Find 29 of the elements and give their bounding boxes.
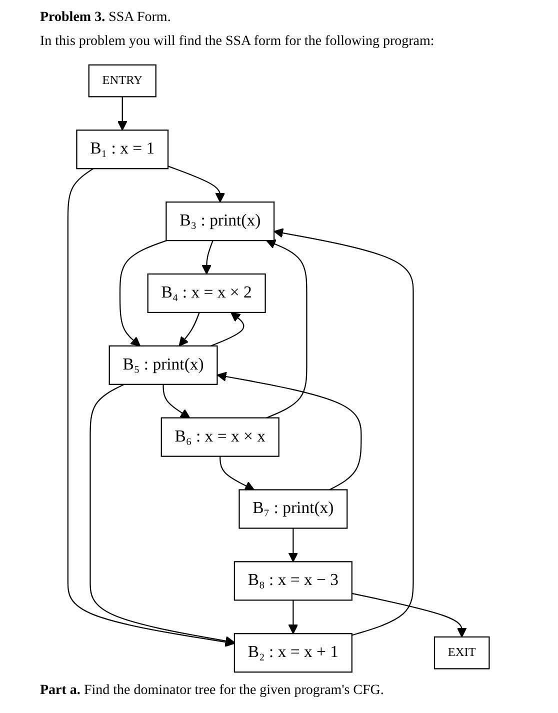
arrow: [202, 240, 214, 274]
arrow: [266, 239, 308, 418]
arrow: [179, 312, 200, 346]
node-box: B₅ : print(x): [109, 345, 218, 385]
node-box: EXIT: [434, 636, 490, 670]
problem-heading: Problem 3. SSA Form.: [40, 10, 172, 26]
node-box: B₂ : x = x + 1: [234, 633, 353, 673]
instruction-text: In this problem you will find the SSA form for the following program:: [40, 34, 436, 50]
arrow: [352, 592, 468, 638]
node-box: B₃ : print(x): [166, 202, 276, 242]
node-box: B₈ : x = x − 3: [234, 561, 353, 601]
node-box: B₇ : print(x): [239, 489, 348, 529]
node-box: B₄ : x = x × 2: [148, 273, 266, 314]
node-box: ENTRY: [88, 64, 157, 98]
arrow: [220, 456, 255, 490]
arrow: [217, 372, 362, 490]
arrow: [90, 384, 236, 646]
arrow: [211, 312, 245, 346]
arrow: [168, 166, 226, 203]
arrow: [288, 600, 299, 634]
arrow: [288, 528, 299, 562]
arrow: [118, 96, 128, 131]
arrow: [274, 228, 414, 636]
node-box: B₆ : x = x × x: [161, 417, 280, 457]
arrow: [120, 240, 168, 346]
node-box: B₁ : x = 1: [76, 130, 170, 170]
arrow: [163, 384, 191, 418]
question-text: Part a. Find the dominator tree for the given program's CFG.: [40, 683, 385, 699]
arrow: [68, 168, 236, 647]
